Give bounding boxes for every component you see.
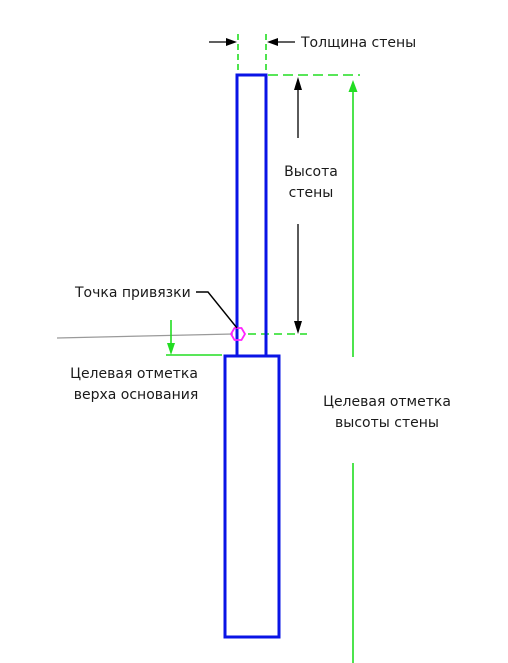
- wall-upper: [235, 73, 268, 358]
- wall-lower: [223, 354, 281, 639]
- thickness-arrows: [209, 38, 295, 46]
- snap-point-label: Точка привязки: [74, 285, 191, 301]
- height-arrow-top-icon: [294, 77, 302, 90]
- wall-height-label-line2: стены: [289, 185, 334, 201]
- reference-line: [56, 333, 234, 339]
- thickness-arrow-left-icon: [226, 38, 237, 46]
- base-top-target-label-line1: Целевая отметка: [70, 366, 198, 382]
- wall-height-target-arrow: [348, 80, 358, 92]
- green-dimension-lines: [166, 34, 360, 663]
- base-top-target-label-line2: верха основания: [74, 387, 199, 403]
- height-arrows: [294, 77, 302, 334]
- wall-height-target-label-line2: высоты стены: [335, 415, 439, 431]
- thickness-arrow-right-icon: [267, 38, 278, 46]
- base-top-target-arrow: [167, 343, 175, 355]
- snap-point-leader: [196, 291, 238, 329]
- wall-thickness-label: Толщина стены: [300, 35, 416, 51]
- height-arrow-bottom-icon: [294, 321, 302, 334]
- snap-marker-icon: [229, 327, 247, 341]
- wall-height-target-label-line1: Целевая отметка: [323, 394, 451, 410]
- wall-height-label-line1: Высота: [284, 164, 338, 180]
